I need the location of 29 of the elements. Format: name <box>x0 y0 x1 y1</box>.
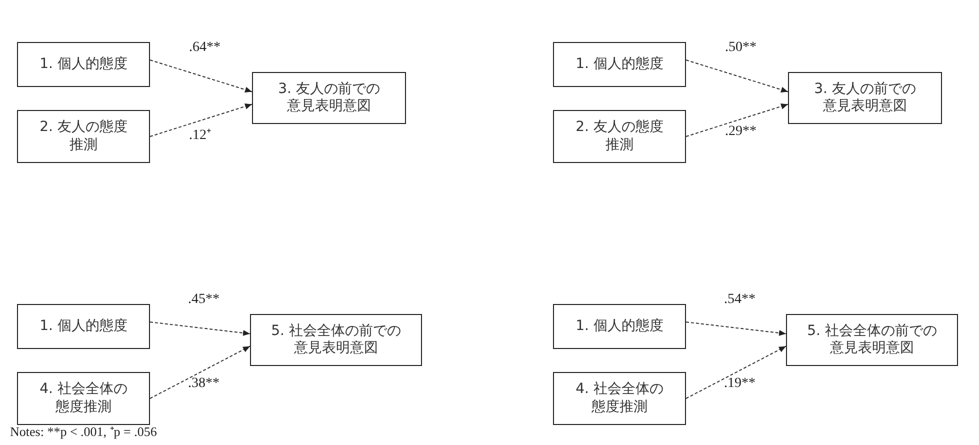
edge-label: .54** <box>724 292 756 308</box>
edge-label: .29** <box>725 124 756 140</box>
outcome-box: 3. 友人の前での意見表明意図 <box>788 72 942 124</box>
edge-label: .50** <box>725 40 756 56</box>
note: Notes: **p < .001, ⁺p = .056 <box>10 423 157 440</box>
arrow <box>150 322 250 336</box>
edge-label: .45** <box>188 292 220 308</box>
predictor-box: 1. 個人的態度 <box>17 304 150 349</box>
arrow <box>150 346 250 399</box>
outcome-box: 5. 社会全体の前での意見表明意図 <box>250 314 422 366</box>
arrow <box>686 322 786 336</box>
arrow <box>150 60 252 93</box>
edge-label: .19** <box>724 376 756 392</box>
edge-label: .38** <box>188 376 220 392</box>
outcome-box: 3. 友人の前での意見表明意図 <box>252 72 406 124</box>
arrow <box>150 104 252 137</box>
edge-label: .64** <box>189 40 220 56</box>
edge-label: .12⁺ <box>189 127 212 144</box>
outcome-box: 5. 社会全体の前での意見表明意図 <box>786 314 958 366</box>
predictor-box: 1. 個人的態度 <box>17 42 150 87</box>
predictor-box: 4. 社会全体の態度推測 <box>17 372 150 425</box>
arrow <box>686 346 786 399</box>
predictor-box: 1. 個人的態度 <box>553 304 686 349</box>
predictor-box: 4. 社会全体の態度推測 <box>553 372 686 425</box>
arrow <box>686 60 788 93</box>
predictor-box: 1. 個人的態度 <box>553 42 686 87</box>
predictor-box: 2. 友人の態度推測 <box>17 110 150 163</box>
predictor-box: 2. 友人の態度推測 <box>553 110 686 163</box>
arrow <box>686 104 788 137</box>
